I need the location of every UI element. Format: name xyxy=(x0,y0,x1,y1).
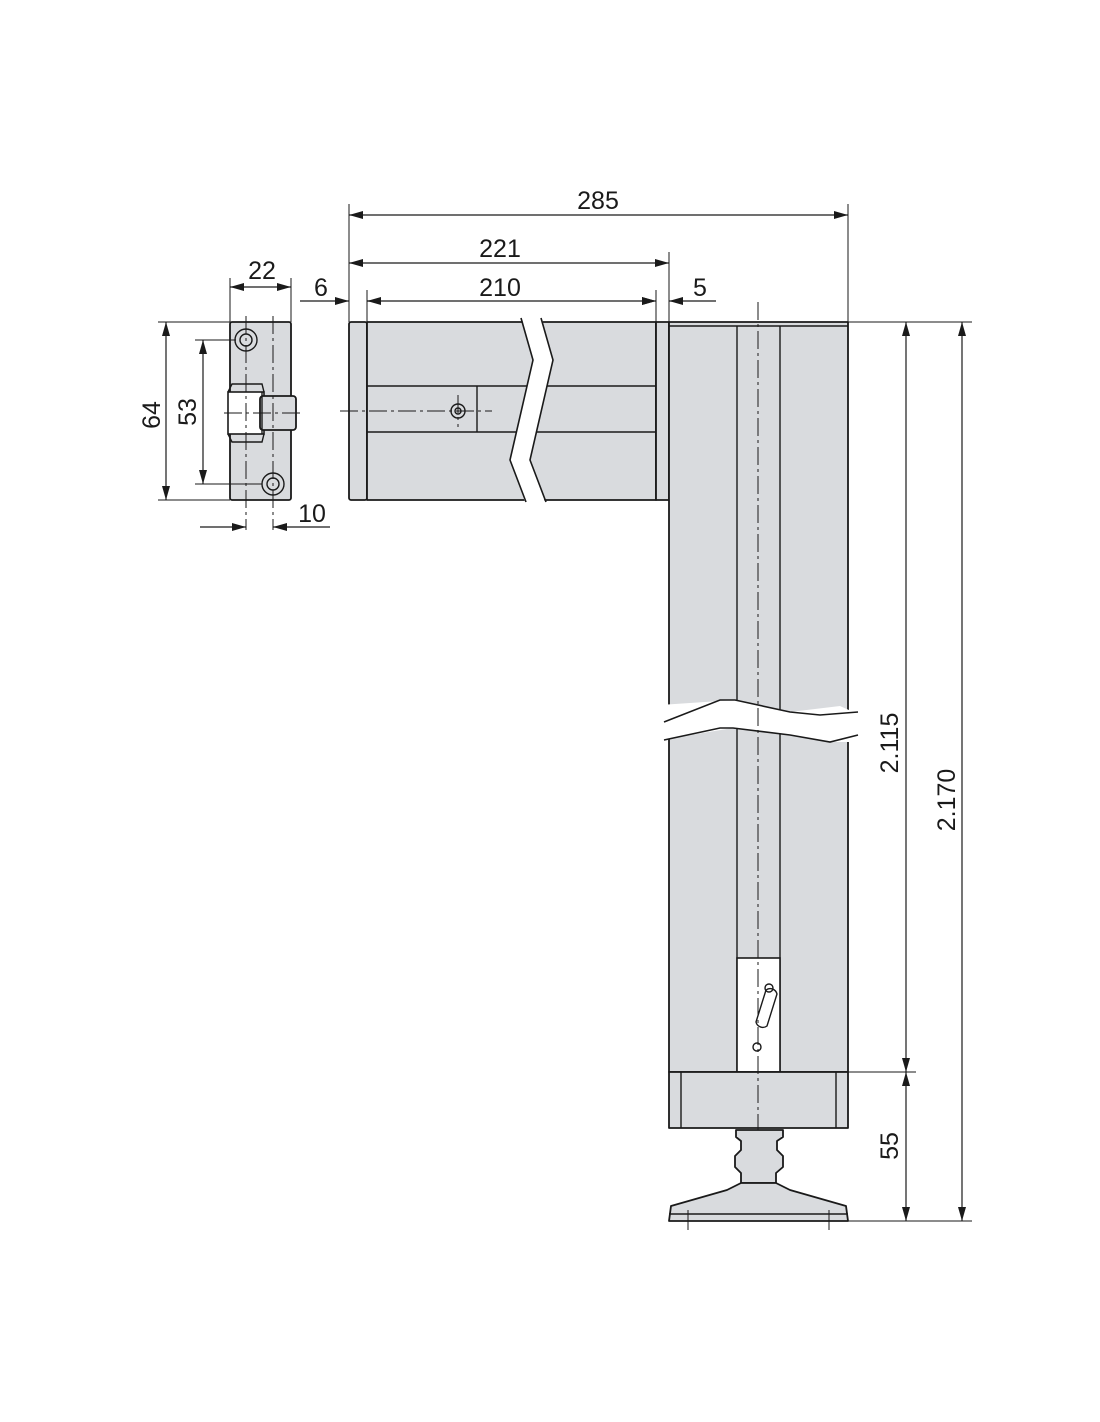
dim-joint-gap: 5 xyxy=(693,274,707,302)
adjuster-lever xyxy=(755,987,778,1029)
dim-arm-total: 221 xyxy=(479,235,521,263)
dim-overall-width: 285 xyxy=(577,187,619,215)
dim-bracket-width: 22 xyxy=(248,257,276,285)
wall-bracket xyxy=(224,316,300,530)
dim-bracket-offset: 10 xyxy=(298,500,326,528)
dim-overall-height: 2.170 xyxy=(933,769,961,832)
horizontal-arm xyxy=(340,315,670,505)
post-dimensions: 2.115 55 2.170 xyxy=(848,321,972,1222)
dim-post-height: 2.115 xyxy=(876,713,904,774)
dim-end-cap: 6 xyxy=(314,274,328,302)
dim-arm-length: 210 xyxy=(479,274,521,302)
dim-foot-height: 55 xyxy=(876,1132,904,1160)
dim-bracket-height: 64 xyxy=(138,401,166,429)
levelling-foot xyxy=(668,1129,849,1230)
arm-dimensions: 285 221 210 6 5 xyxy=(300,187,849,322)
dim-hole-spacing: 53 xyxy=(174,398,202,426)
vertical-post xyxy=(660,302,860,1135)
bracket-dimensions: 22 64 53 10 xyxy=(138,257,330,531)
